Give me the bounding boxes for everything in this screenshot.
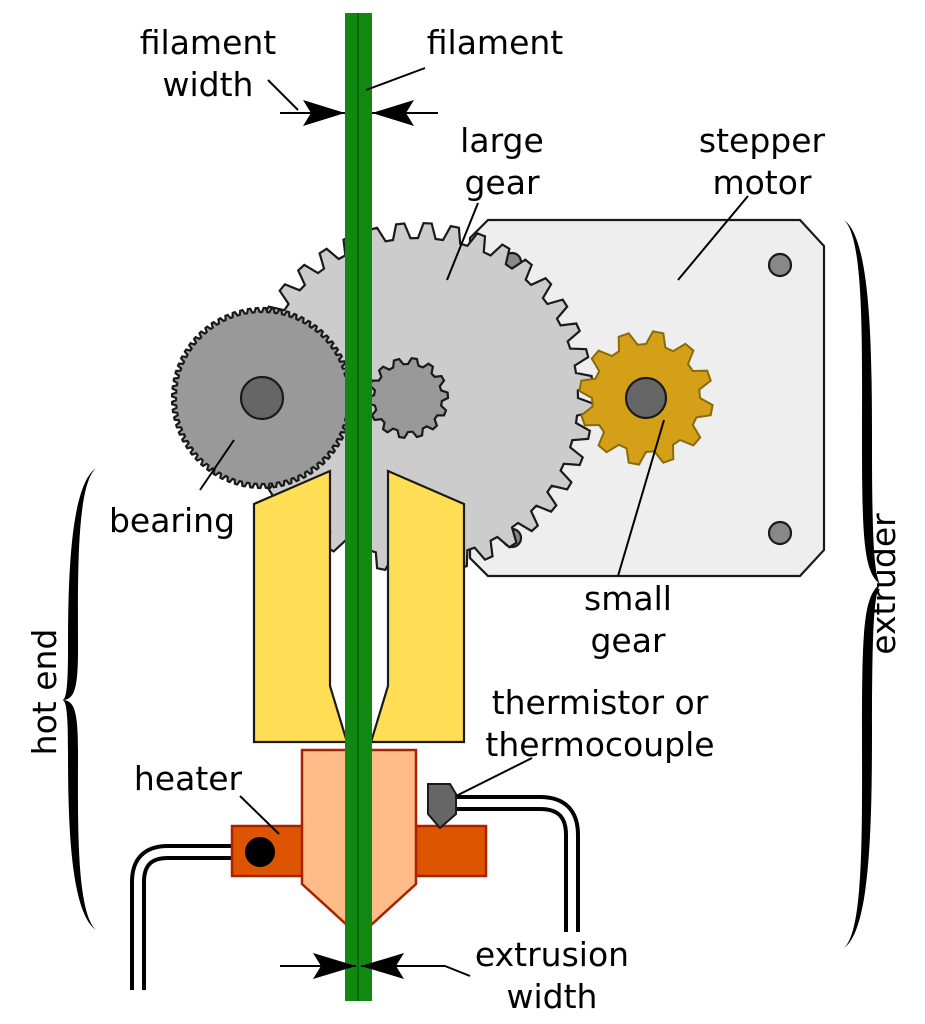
extruder-label: extruder <box>864 513 903 655</box>
thermistor-leader <box>455 757 533 797</box>
extrusion-width-label: width <box>507 977 598 1016</box>
extrusion-width-leader <box>444 965 471 977</box>
stepper-motor-label: motor <box>712 163 811 202</box>
extrusion-width-arrow-right <box>361 953 404 979</box>
heater-label: heater <box>134 759 243 798</box>
small-gear-leader <box>617 419 665 577</box>
filament-width-arrow-left <box>303 100 345 126</box>
bearing-hub <box>239 375 285 421</box>
extruder-brace <box>844 220 880 948</box>
bearing-leader <box>199 439 235 491</box>
filament-label: filament <box>427 23 564 62</box>
heater-wire <box>134 848 260 990</box>
thermistor-wire <box>448 799 576 932</box>
filament-guide-right <box>369 469 466 744</box>
thermistor-label: thermocouple <box>485 725 714 764</box>
small-gear-label: gear <box>590 621 665 660</box>
small-gear-hub <box>624 376 668 420</box>
stepper-motor-label: stepper <box>699 121 826 160</box>
extrusion-width-label: extrusion <box>475 935 629 974</box>
stepper-motor-leader <box>677 195 749 281</box>
drive-hob-gear <box>366 357 450 439</box>
filament-guide-left <box>252 469 349 744</box>
thermistor-probe <box>427 783 457 830</box>
hot-end-brace <box>62 468 96 930</box>
filament-width-label: filament <box>140 23 277 62</box>
large-gear-label: gear <box>464 163 539 202</box>
hot-end-label: hot end <box>25 629 64 756</box>
extrusion-width-arrow-left <box>313 953 356 979</box>
large-gear-label: large <box>460 121 544 160</box>
filament-width-leader <box>267 79 299 111</box>
filament-leader <box>365 67 426 91</box>
bearing-label: bearing <box>109 501 235 540</box>
motor-mount-hole <box>767 520 793 546</box>
motor-mount-hole <box>767 252 793 278</box>
heater-cartridge <box>245 837 275 867</box>
filament-width-label: width <box>163 65 254 104</box>
large-gear-leader <box>446 202 479 281</box>
heater-leader <box>239 795 280 835</box>
filament-width-arrow-right <box>372 100 414 126</box>
small-gear-label: small <box>584 579 672 618</box>
thermistor-label: thermistor or <box>492 683 709 722</box>
